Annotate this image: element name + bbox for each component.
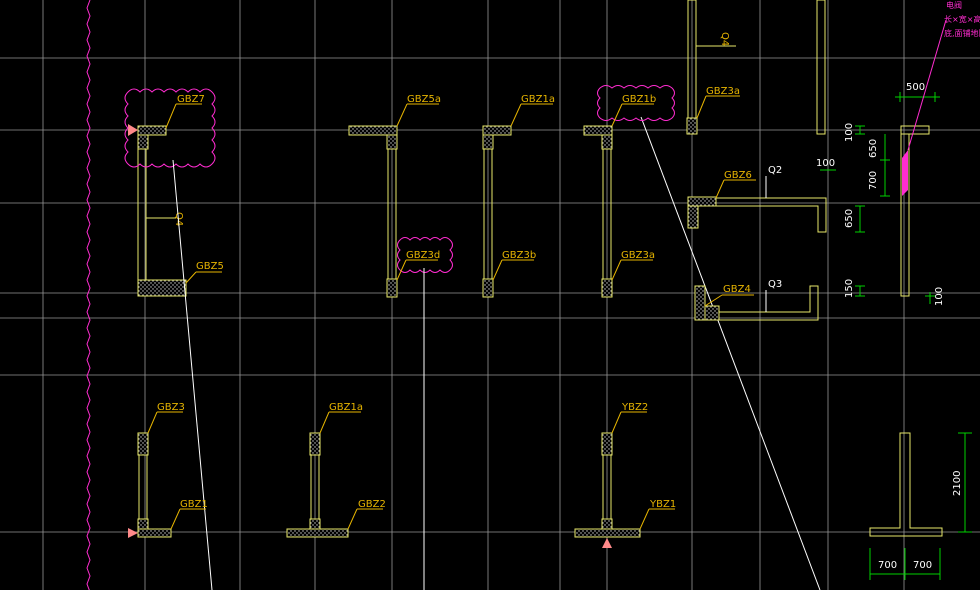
label-gbz3b: GBZ3b bbox=[502, 250, 536, 261]
wall-ybz2-ybz1[interactable] bbox=[574, 432, 641, 548]
label-gbz4: GBZ4 bbox=[723, 284, 751, 295]
dim-100-top: 100 bbox=[844, 123, 855, 142]
wall-gbz4-q3[interactable] bbox=[694, 285, 819, 321]
label-gbz2: GBZ2 bbox=[358, 499, 386, 510]
label-gbz7: GBZ7 bbox=[177, 94, 205, 105]
dim-100-mid: 100 bbox=[816, 158, 835, 169]
leader-gbz6 bbox=[715, 179, 725, 199]
leader-gbz5a bbox=[396, 103, 408, 127]
note-line2: 长×宽×高, bbox=[944, 14, 980, 24]
magenta-leader bbox=[907, 19, 947, 151]
label-gbz1: GBZ1 bbox=[180, 499, 208, 510]
leader-gbz3a-mid bbox=[611, 259, 622, 281]
label-gbz3a-mid: GBZ3a bbox=[621, 250, 655, 261]
label-gbz3: GBZ3 bbox=[157, 402, 185, 413]
wall-gbz5a-gbz3d[interactable] bbox=[348, 125, 398, 298]
leader-gbz5 bbox=[185, 271, 197, 284]
dim-150: 150 bbox=[844, 279, 855, 298]
leader-gbz1a-top bbox=[510, 103, 522, 127]
revision-cloud-gbz1b bbox=[597, 85, 675, 121]
diagonal-line-right bbox=[640, 116, 821, 590]
leader-gbz2 bbox=[347, 508, 358, 530]
label-q2: Q2 bbox=[768, 165, 782, 176]
label-ybz1: YBZ1 bbox=[649, 499, 676, 510]
wall-gbz7-gbz5[interactable] bbox=[128, 124, 187, 297]
label-gbz6: GBZ6 bbox=[724, 170, 752, 181]
dim-650-mid: 650 bbox=[844, 209, 855, 228]
leader-ybz2 bbox=[611, 411, 622, 434]
leader-gbz4 bbox=[704, 294, 723, 307]
leader-gbz1b bbox=[611, 103, 623, 127]
revision-zigzag-line bbox=[86, 0, 91, 590]
leader-gbz1 bbox=[170, 508, 181, 530]
label-gbz1a-bottom: GBZ1a bbox=[329, 402, 363, 413]
leader-gbz3a-top bbox=[696, 95, 707, 119]
dim-500: 500 bbox=[906, 82, 925, 93]
label-gbz5: GBZ5 bbox=[196, 261, 224, 272]
note-line1: 电阀 bbox=[946, 0, 962, 10]
wall-gbz1a-gbz3b[interactable] bbox=[482, 125, 512, 298]
dim-2100: 2100 bbox=[952, 471, 963, 496]
label-gbz5a: GBZ5a bbox=[407, 94, 441, 105]
leader-gbz3d bbox=[396, 259, 407, 281]
insertion-marker-bottom bbox=[128, 528, 138, 538]
label-q3: Q3 bbox=[768, 279, 782, 290]
dim-100-bottom: 100 bbox=[934, 287, 945, 306]
wall-gbz6-q2[interactable] bbox=[687, 196, 827, 233]
dim-700-right: 700 bbox=[913, 560, 932, 571]
leader-gbz1a-bottom bbox=[319, 411, 330, 434]
revision-cloud-gbz3d bbox=[397, 237, 453, 273]
insertion-marker bbox=[128, 124, 138, 136]
wall-q4-gbz3a[interactable] bbox=[686, 0, 826, 135]
dimension-lines-bottom bbox=[869, 432, 972, 580]
wall-far-right[interactable] bbox=[900, 125, 930, 297]
leader-gbz7 bbox=[165, 103, 177, 129]
diagonal-line-left bbox=[172, 159, 213, 590]
leader-ybz1 bbox=[639, 508, 650, 530]
wall-gbz3-gbz1[interactable] bbox=[128, 432, 172, 538]
label-gbz1b: GBZ1b bbox=[622, 94, 656, 105]
dimension-lines-right bbox=[820, 92, 940, 304]
label-ybz2: YBZ2 bbox=[621, 402, 648, 413]
label-gbz3a-top: GBZ3a bbox=[706, 86, 740, 97]
note-line3: 底,面铺地隔 bbox=[944, 28, 980, 38]
leader-gbz3 bbox=[147, 411, 158, 434]
dim-700-left: 700 bbox=[878, 560, 897, 571]
wall-gbz1a-gbz2[interactable] bbox=[286, 432, 349, 538]
leader-gbz3b bbox=[492, 259, 503, 281]
label-gbz1a-top: GBZ1a bbox=[521, 94, 555, 105]
wall-t-column[interactable] bbox=[869, 432, 943, 537]
dim-700: 700 bbox=[868, 171, 879, 190]
revision-cloud-gbz7 bbox=[124, 88, 216, 168]
wall-gbz1b-gbz3a[interactable] bbox=[583, 125, 613, 298]
insertion-marker-ybz bbox=[602, 538, 612, 548]
label-q4-vert: Q4 bbox=[719, 32, 730, 46]
dim-650-top: 650 bbox=[868, 139, 879, 158]
label-gbz3d: GBZ3d bbox=[406, 250, 440, 261]
